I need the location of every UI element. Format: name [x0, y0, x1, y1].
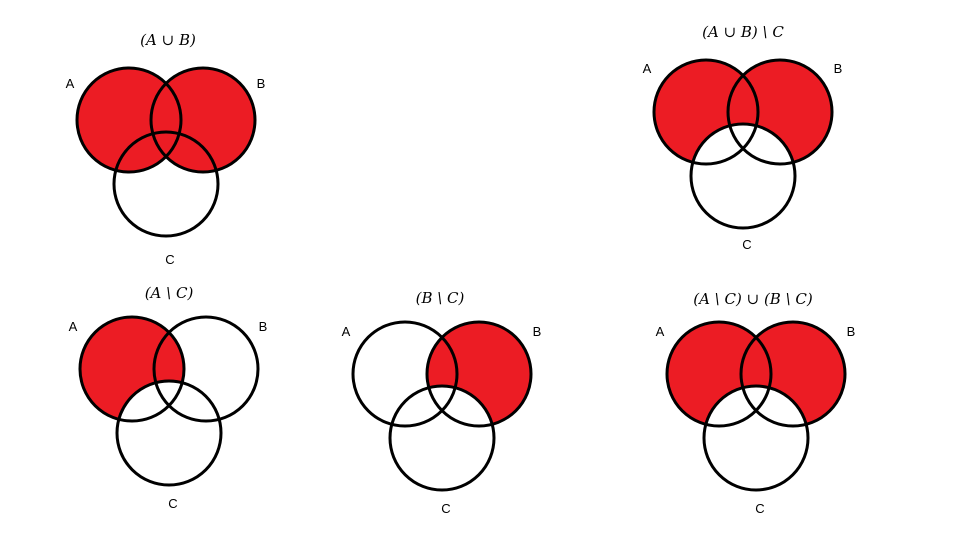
- circle-outlines: [75, 66, 257, 238]
- circle-set-c: [689, 122, 797, 230]
- shaded-region: [80, 317, 184, 421]
- circle-set-b: [425, 320, 533, 428]
- diagram-title: (A ∪ B) \ C: [702, 23, 784, 41]
- circle-set-b: [152, 315, 260, 423]
- set-label-a: A: [66, 76, 75, 91]
- set-label-c: C: [742, 237, 751, 252]
- shaded-region: [667, 322, 845, 426]
- circle-set-a: [75, 66, 183, 174]
- circle-outlines: [78, 315, 260, 487]
- set-label-a: A: [342, 324, 351, 339]
- diagram-title: (A ∪ B): [140, 31, 196, 49]
- circle-set-a: [351, 320, 459, 428]
- shaded-set-b: [728, 60, 832, 164]
- set-label-b: B: [259, 319, 268, 334]
- venn-b-minus-c: (B \ C) A B C: [342, 289, 542, 516]
- set-label-c: C: [441, 501, 450, 516]
- circle-set-c: [112, 130, 220, 238]
- diagram-title: (A \ C) ∪ (B \ C): [693, 290, 813, 308]
- diagram-title: (A \ C): [145, 284, 194, 302]
- set-label-a: A: [69, 319, 78, 334]
- set-label-c: C: [755, 501, 764, 516]
- shaded-set-a: [667, 322, 771, 426]
- set-label-b: B: [834, 61, 843, 76]
- shaded-set-a: [80, 317, 184, 421]
- shaded-region: [654, 60, 832, 164]
- circle-outlines: [665, 320, 847, 492]
- circle-set-c: [388, 384, 496, 492]
- set-label-a: A: [656, 324, 665, 339]
- shaded-set-b: [427, 322, 531, 426]
- set-label-c: C: [168, 496, 177, 511]
- circle-set-a: [665, 320, 773, 428]
- venn-a-union-b: (A ∪ B) A B C: [66, 31, 266, 267]
- circle-set-b: [149, 66, 257, 174]
- circle-set-c: [702, 384, 810, 492]
- venn-a-union-b-minus-c: (A ∪ B) \ C A B C: [643, 23, 843, 252]
- circle-set-a: [78, 315, 186, 423]
- shaded-set-a: [77, 68, 181, 172]
- set-label-b: B: [847, 324, 856, 339]
- diagram-title: (B \ C): [416, 289, 465, 307]
- circle-set-b: [726, 58, 834, 166]
- circle-outlines: [351, 320, 533, 492]
- circle-set-b: [739, 320, 847, 428]
- shaded-set-a: [654, 60, 758, 164]
- circle-set-c: [115, 379, 223, 487]
- circle-outlines: [652, 58, 834, 230]
- shaded-set-b: [151, 68, 255, 172]
- venn-a-minus-c: (A \ C) A B C: [69, 284, 268, 511]
- set-label-a: A: [643, 61, 652, 76]
- shaded-set-b: [741, 322, 845, 426]
- set-label-b: B: [533, 324, 542, 339]
- shaded-region: [427, 322, 531, 426]
- set-label-b: B: [257, 76, 266, 91]
- shaded-region: [77, 68, 255, 172]
- venn-a-minus-c-union-b-minus-c: (A \ C) ∪ (B \ C) A B C: [656, 290, 856, 516]
- circle-set-a: [652, 58, 760, 166]
- set-label-c: C: [165, 252, 174, 267]
